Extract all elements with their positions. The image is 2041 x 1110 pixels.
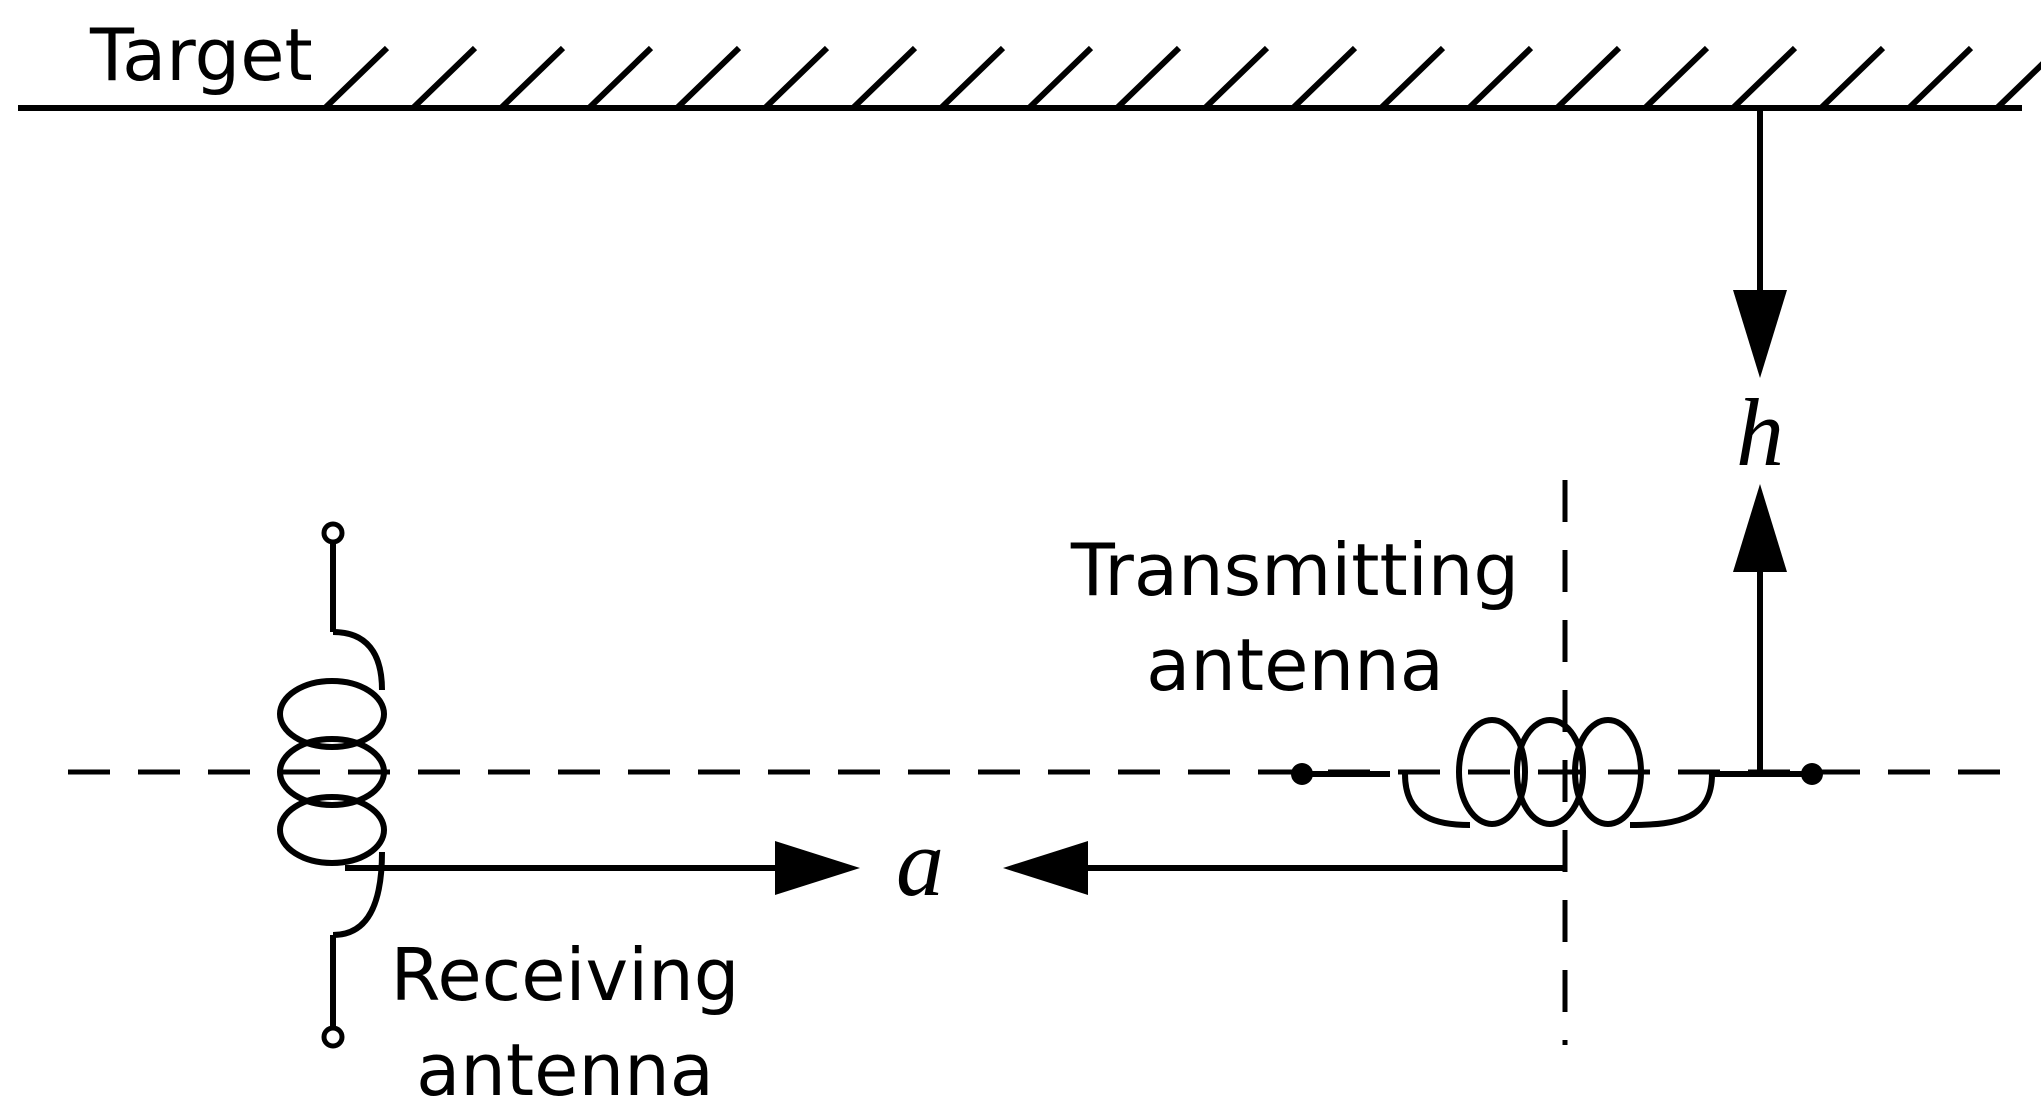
target-surface (18, 45, 2041, 111)
distance-dimension: a (345, 809, 1566, 916)
height-arrow-down-head (1733, 290, 1787, 378)
hatch-mark-15 (1642, 45, 1710, 111)
transmitting-antenna (1291, 717, 1823, 828)
height-arrow-up-head (1733, 484, 1787, 572)
hatch-mark-7 (938, 45, 1006, 111)
rx-coil-turn-2 (277, 736, 387, 808)
rx-coil-lead-out (332, 851, 385, 938)
rx-coil-turn-1 (277, 678, 387, 750)
transmitting-label-line1: Transmitting (1070, 528, 1519, 612)
hatch-mark-5 (762, 45, 830, 111)
hatch-mark-14 (1554, 45, 1622, 111)
tx-coil-lead-in (1402, 773, 1471, 828)
rx-bottom-terminal (321, 1025, 345, 1049)
hatch-mark-4 (674, 45, 742, 111)
distance-symbol: a (896, 809, 944, 916)
receiving-label-line1: Receiving (391, 933, 740, 1017)
tx-coil-turn-3 (1572, 717, 1644, 827)
hatch-mark-17 (1818, 45, 1886, 111)
receiving-label-line2: antenna (416, 1028, 714, 1110)
hatch-mark-2 (498, 45, 566, 111)
hatch-mark-1 (410, 45, 478, 111)
hatch-mark-9 (1114, 45, 1182, 111)
transmitting-label-line2: antenna (1146, 623, 1444, 707)
tx-right-terminal (1801, 763, 1823, 785)
tx-coil-turn-2 (1514, 717, 1586, 827)
distance-arrow-right-head (775, 841, 860, 895)
height-symbol: h (1736, 379, 1784, 486)
tx-coil-turn-1 (1456, 717, 1528, 827)
hatch-mark-12 (1378, 45, 1446, 111)
rx-top-terminal (321, 521, 345, 545)
rx-coil-lead-in (332, 629, 385, 691)
hatch-mark-13 (1466, 45, 1534, 111)
hatch-mark-6 (850, 45, 918, 111)
hatch-mark-3 (586, 45, 654, 111)
target-label: Target (89, 13, 313, 97)
target-hatching (322, 45, 2041, 111)
hatch-mark-8 (1026, 45, 1094, 111)
hatch-mark-18 (1906, 45, 1974, 111)
receiving-antenna (277, 521, 387, 1049)
distance-arrow-left-head (1003, 841, 1088, 895)
hatch-mark-19 (1994, 61, 2041, 111)
rx-coil-turn-3 (277, 794, 387, 866)
hatch-mark-10 (1202, 45, 1270, 111)
hatch-mark-16 (1730, 45, 1798, 111)
hatch-mark-0 (322, 45, 390, 111)
height-dimension: h (1733, 110, 1787, 772)
tx-left-terminal (1291, 763, 1313, 785)
tx-coil-lead-out (1629, 773, 1715, 828)
hatch-mark-11 (1290, 45, 1358, 111)
